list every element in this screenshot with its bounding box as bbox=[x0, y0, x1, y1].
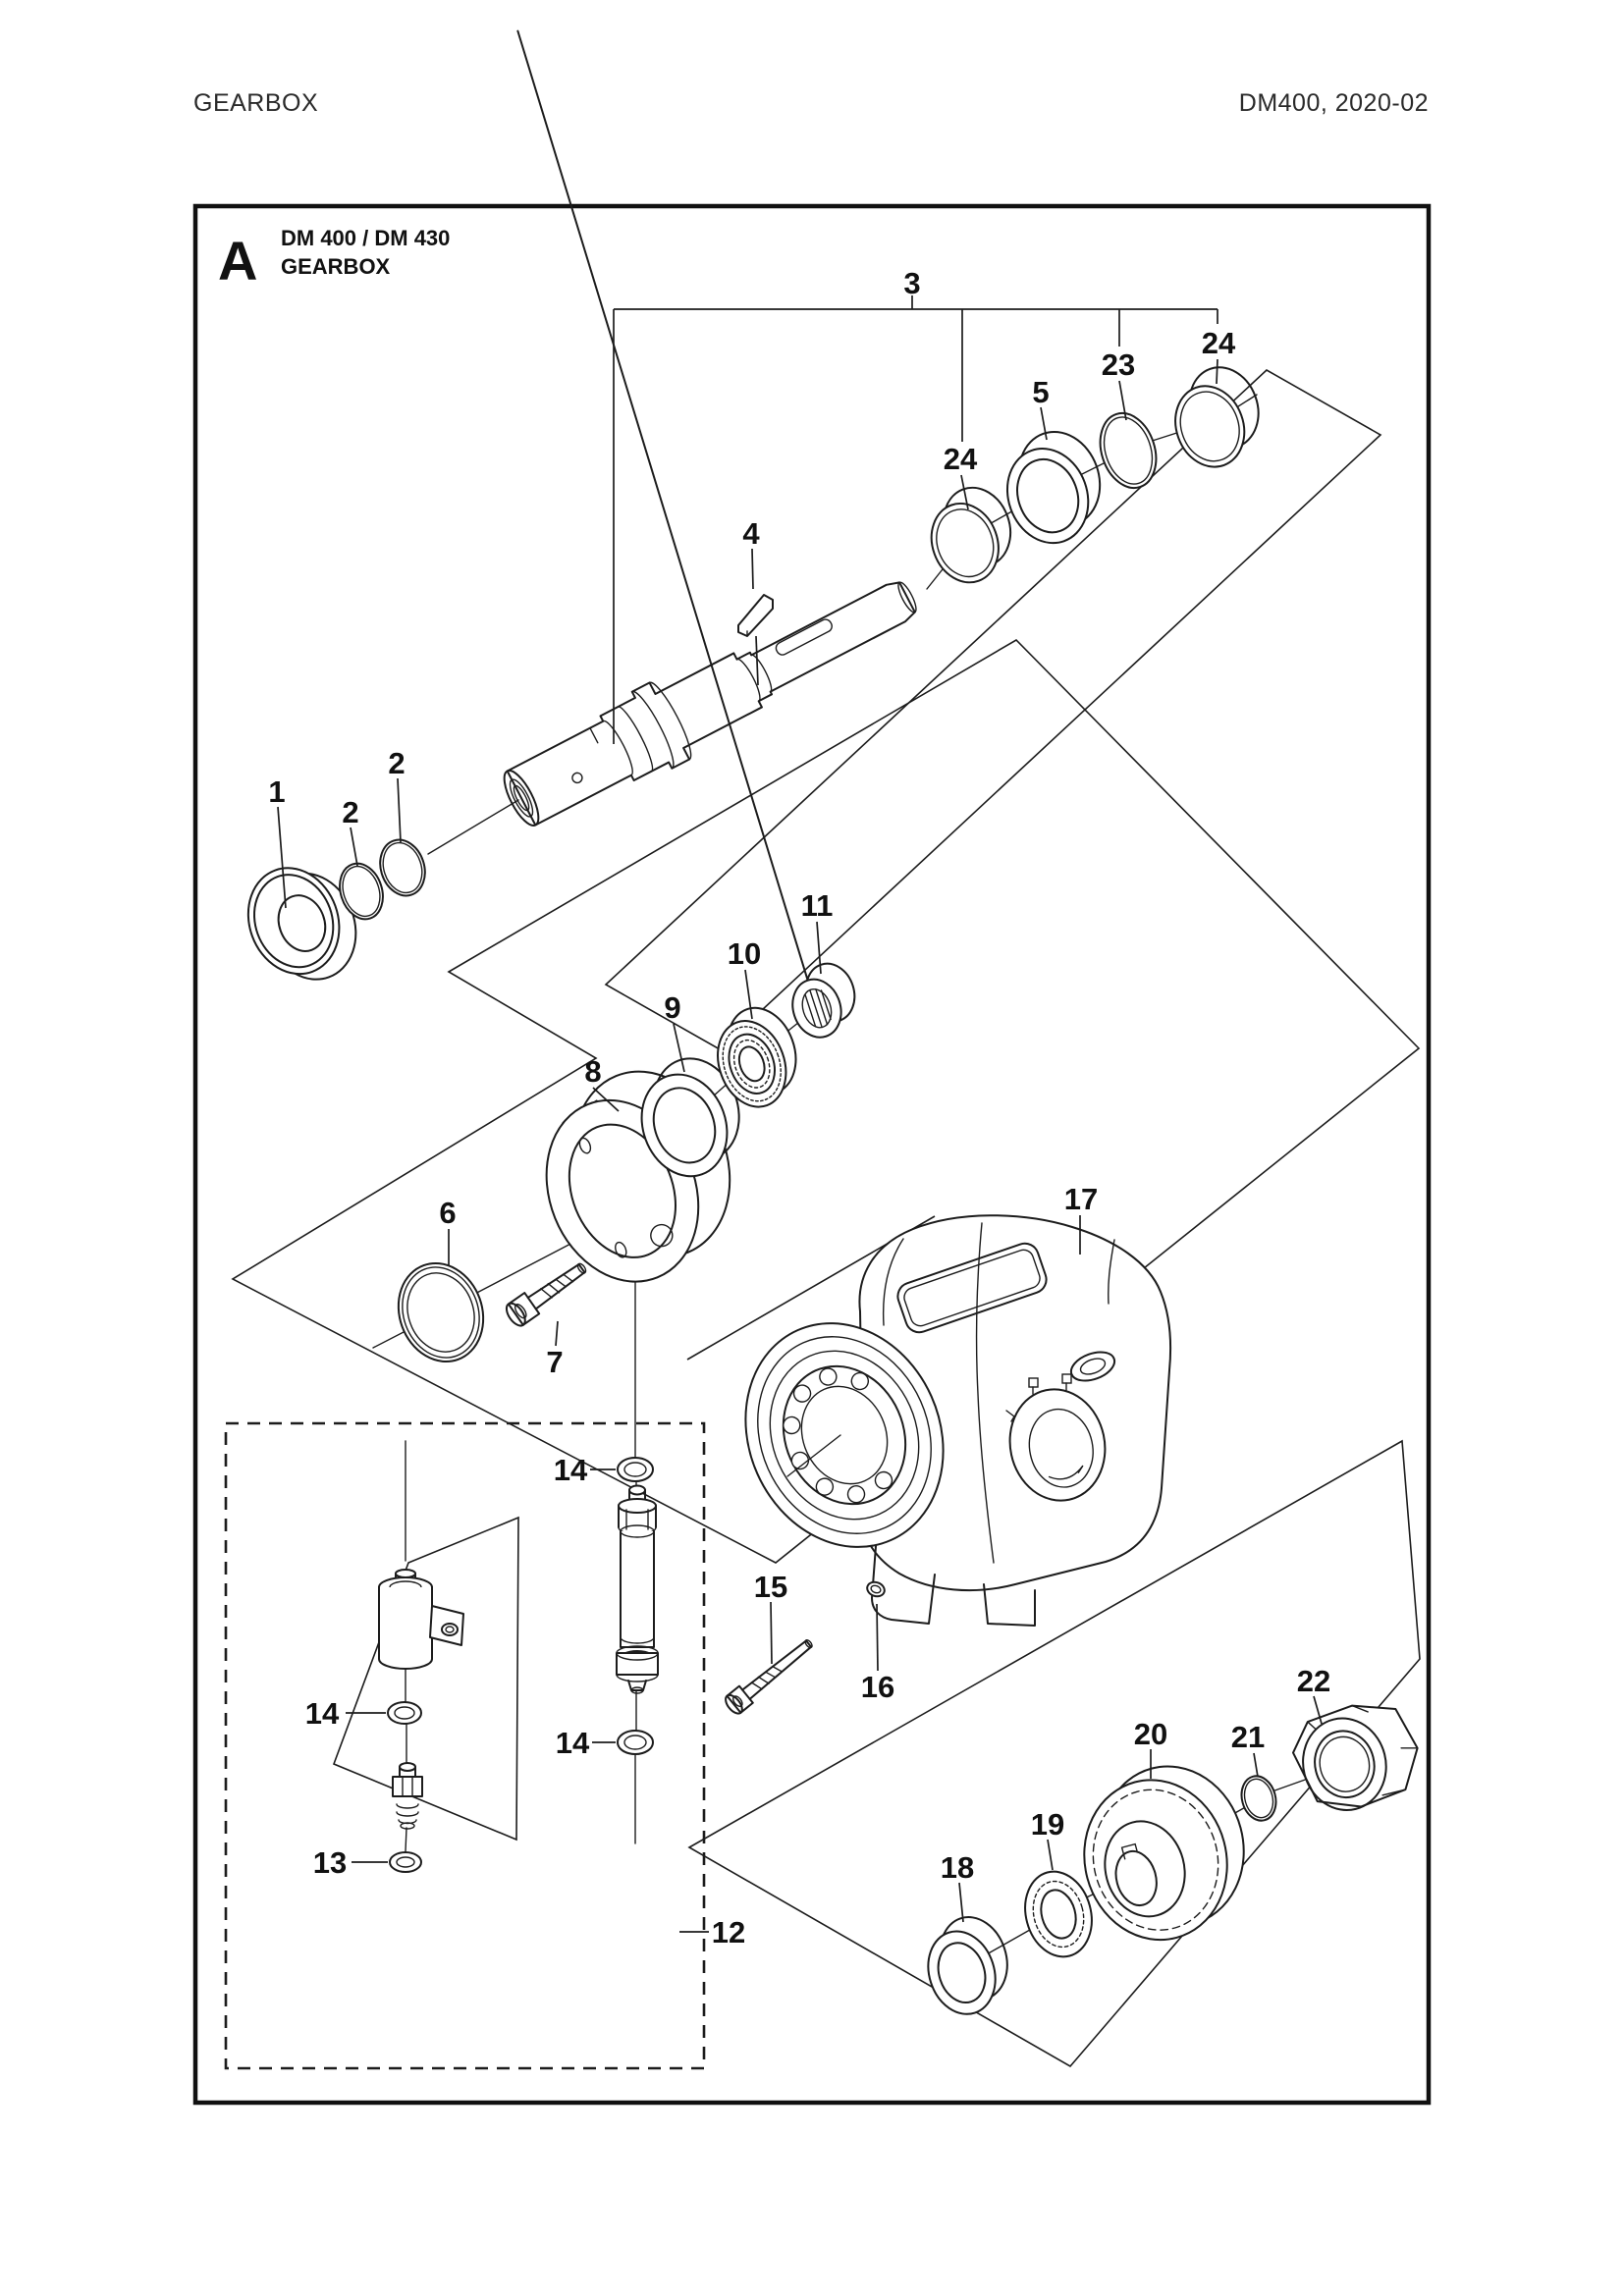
page-header-left: GEARBOX bbox=[193, 89, 318, 117]
callout-leader-2 bbox=[350, 827, 358, 867]
callout-label-24: 24 bbox=[944, 442, 978, 476]
callout-label-15: 15 bbox=[754, 1570, 787, 1604]
callout-leader-4 bbox=[751, 548, 754, 590]
detail-box-12 bbox=[224, 1421, 706, 2070]
part-17-housing bbox=[744, 1214, 1172, 1627]
callout-label-20: 20 bbox=[1134, 1717, 1167, 1751]
callout-label-9: 9 bbox=[664, 990, 680, 1025]
callout-label-6: 6 bbox=[439, 1196, 456, 1230]
callout-leader-4 bbox=[755, 635, 759, 686]
callout-label-14: 14 bbox=[556, 1726, 590, 1760]
part-3-shaft bbox=[503, 581, 917, 827]
panel-title: GEARBOX bbox=[281, 254, 391, 279]
callouts-layer: 1223424523246789101117151614131414121819… bbox=[268, 266, 1330, 1949]
callout-leader-22 bbox=[1313, 1695, 1323, 1725]
part-14-washer-left bbox=[387, 1701, 422, 1725]
part-1-seal-ring bbox=[246, 867, 357, 981]
callout-leader-5 bbox=[1040, 406, 1048, 441]
part-22-nut bbox=[1292, 1704, 1419, 1811]
callout-label-19: 19 bbox=[1031, 1807, 1064, 1842]
callout-label-4: 4 bbox=[742, 516, 760, 551]
callout-leader-19 bbox=[1047, 1839, 1054, 1871]
part-2-oring-left bbox=[339, 862, 384, 921]
callout-label-7: 7 bbox=[546, 1345, 563, 1379]
callout-leader-15 bbox=[770, 1601, 773, 1665]
callout-label-16: 16 bbox=[861, 1670, 894, 1704]
part-24-ring-left bbox=[930, 486, 1012, 584]
callout-leader-1 bbox=[277, 806, 287, 909]
part-19-lock-washer bbox=[1024, 1870, 1093, 1958]
callout-leader-21 bbox=[1253, 1752, 1259, 1778]
callout-label-2: 2 bbox=[388, 746, 405, 780]
callout-leader-24 bbox=[1216, 358, 1218, 385]
callout-label-23: 23 bbox=[1102, 347, 1135, 382]
callout-label-11: 11 bbox=[801, 888, 834, 923]
part-23-ring bbox=[1099, 411, 1158, 490]
callout-leader-16 bbox=[876, 1603, 879, 1672]
section-letter: A bbox=[218, 230, 257, 292]
callout-label-17: 17 bbox=[1064, 1182, 1098, 1216]
page-header-right: DM400, 2020-02 bbox=[1239, 89, 1429, 117]
part-grease-valve bbox=[378, 1569, 464, 1670]
callout-label-5: 5 bbox=[1032, 375, 1049, 409]
part-7-bolt bbox=[505, 1262, 587, 1327]
part-14-washer-top bbox=[617, 1457, 654, 1482]
part-10-bearing bbox=[717, 1006, 797, 1108]
part-4-key bbox=[737, 594, 774, 637]
callout-leader-2 bbox=[397, 777, 402, 843]
part-16-washer bbox=[866, 1580, 886, 1598]
callout-label-1: 1 bbox=[268, 774, 285, 809]
callout-leader-11 bbox=[816, 921, 822, 975]
part-13-washer bbox=[389, 1851, 422, 1873]
callout-leader-10 bbox=[744, 969, 753, 1020]
part-6-seal bbox=[397, 1261, 485, 1363]
callout-label-12: 12 bbox=[712, 1915, 745, 1949]
part-11-bushing bbox=[516, 29, 856, 1039]
part-9-washer bbox=[640, 1057, 740, 1178]
part-grease-tube bbox=[616, 1484, 659, 1694]
callout-label-8: 8 bbox=[584, 1054, 601, 1089]
callout-leader-23 bbox=[1118, 380, 1127, 421]
callout-label-21: 21 bbox=[1231, 1720, 1265, 1754]
plane-upper bbox=[604, 369, 1382, 1050]
part-14-washer-bottom bbox=[617, 1730, 654, 1755]
plane-middle bbox=[231, 638, 1421, 1564]
part-18-washer bbox=[927, 1916, 1008, 2015]
callout-label-22: 22 bbox=[1297, 1664, 1330, 1698]
part-24-ring-right bbox=[1174, 366, 1260, 468]
part-grease-nipple bbox=[392, 1762, 423, 1830]
callout-label-14: 14 bbox=[554, 1453, 588, 1487]
part-15-bolt bbox=[725, 1639, 813, 1715]
diagram-frame bbox=[192, 203, 1432, 2106]
housing-mark-icons bbox=[1005, 1373, 1072, 1422]
callout-label-24: 24 bbox=[1202, 326, 1236, 360]
callout-leader-8 bbox=[592, 1087, 620, 1112]
callout-leader-9 bbox=[673, 1023, 685, 1073]
part-2-oring-right bbox=[379, 838, 426, 897]
callout-label-10: 10 bbox=[728, 936, 761, 971]
callout-label-14: 14 bbox=[305, 1696, 340, 1731]
callout-label-3: 3 bbox=[903, 266, 920, 300]
callout-label-18: 18 bbox=[941, 1850, 974, 1885]
callout-leader-18 bbox=[958, 1882, 964, 1923]
callout-label-13: 13 bbox=[313, 1845, 347, 1880]
part-5-ring bbox=[1005, 430, 1102, 545]
callout-label-2: 2 bbox=[342, 795, 358, 829]
part-21-ring bbox=[1240, 1775, 1277, 1822]
callout-leader-7 bbox=[555, 1320, 559, 1347]
callout-leader-24 bbox=[960, 474, 969, 510]
panel-model-line: DM 400 / DM 430 bbox=[281, 226, 450, 250]
